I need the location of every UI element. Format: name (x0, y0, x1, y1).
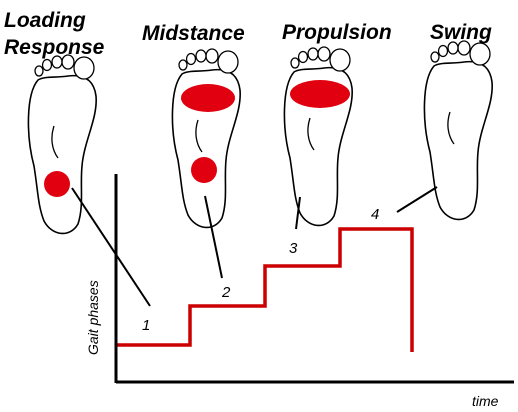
phase-title-swing: Swing (430, 21, 492, 44)
footprint-loading-response (28, 55, 96, 233)
step-label-4: 4 (371, 206, 379, 223)
step-label-2: 2 (221, 284, 231, 301)
leader-line-4 (397, 187, 437, 212)
footprint-propulsion (284, 47, 352, 225)
forefoot-pressure-spot (290, 80, 350, 108)
heel-pressure-spot (191, 157, 217, 183)
gait-step-line (116, 229, 412, 352)
phase-title-propulsion: Propulsion (282, 21, 392, 44)
y-axis-label: Gait phases (85, 280, 101, 355)
phase-title-loading: Loading (4, 9, 86, 32)
step-label-3: 3 (289, 240, 298, 257)
heel-pressure-spot (44, 171, 70, 197)
leader-line-1 (72, 188, 150, 306)
phase-title-midstance: Midstance (142, 22, 245, 45)
forefoot-pressure-spot (181, 84, 235, 112)
phase-title-response: Response (4, 36, 105, 59)
x-axis-label: time (472, 393, 499, 409)
step-label-1: 1 (142, 317, 150, 334)
footprint-swing (424, 41, 492, 219)
